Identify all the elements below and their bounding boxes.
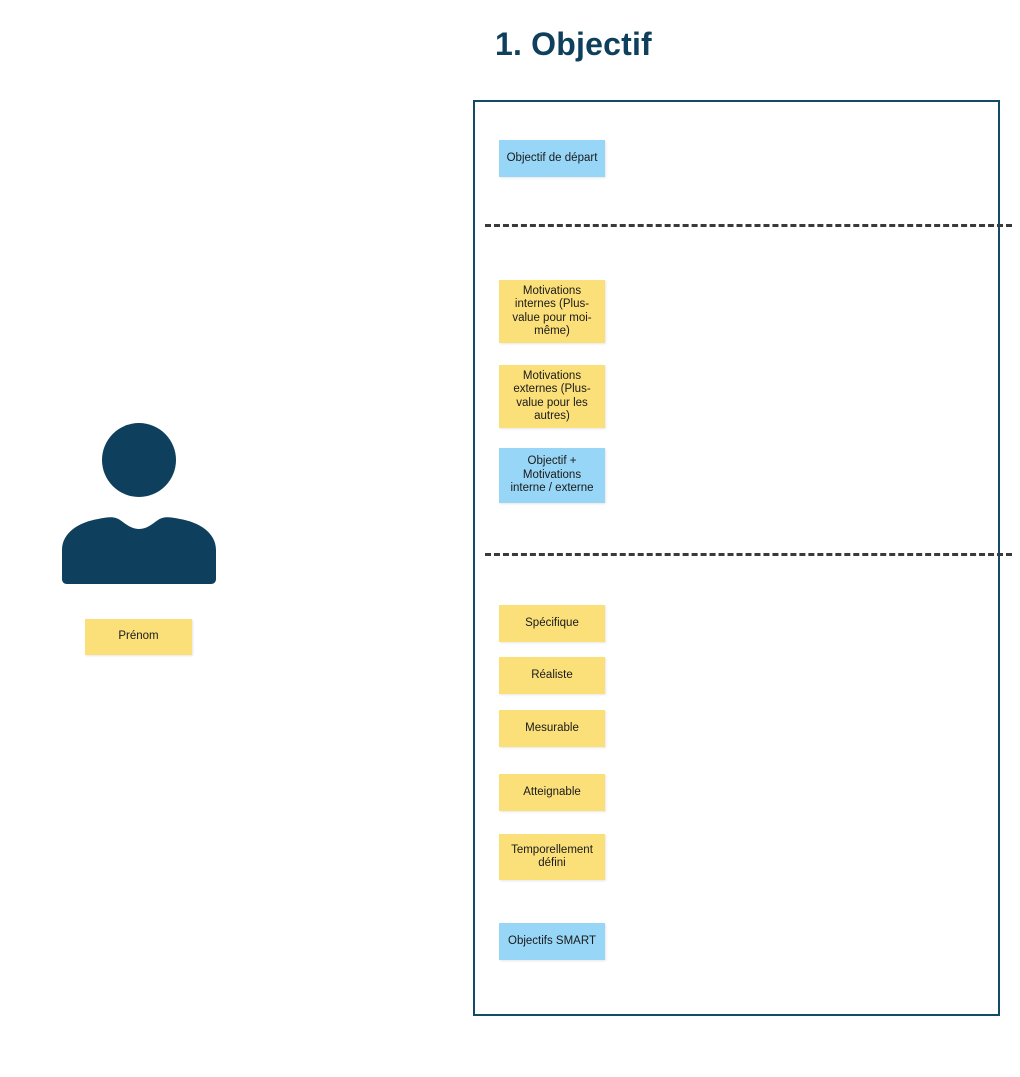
sticky-note-atteignable[interactable]: Atteignable [499, 774, 605, 811]
sticky-note-objectif-plus-motivations[interactable]: Objectif + Motivations interne / externe [499, 448, 605, 503]
sticky-note-motivations-externes[interactable]: Motivations externes (Plus-value pour le… [499, 365, 605, 428]
section-divider-2 [485, 553, 1012, 556]
sticky-note-motivations-internes[interactable]: Motivations internes (Plus-value pour mo… [499, 280, 605, 343]
sticky-note-realiste[interactable]: Réaliste [499, 657, 605, 694]
sticky-note-objectifs-smart[interactable]: Objectifs SMART [499, 923, 605, 960]
sticky-note-specifique[interactable]: Spécifique [499, 605, 605, 642]
page-title: 1. Objectif [495, 26, 652, 62]
sticky-note-temporellement-defini[interactable]: Temporellement défini [499, 834, 605, 880]
user-avatar-icon [40, 410, 240, 585]
section-divider-1 [485, 224, 1012, 227]
person-block: Prénom [40, 410, 240, 670]
objectif-panel: Objectif de départ Motivations internes … [473, 100, 1012, 1016]
sticky-note-mesurable[interactable]: Mesurable [499, 710, 605, 747]
sticky-note-objectif-de-depart[interactable]: Objectif de départ [499, 140, 605, 177]
sticky-note-prenom[interactable]: Prénom [85, 619, 192, 655]
